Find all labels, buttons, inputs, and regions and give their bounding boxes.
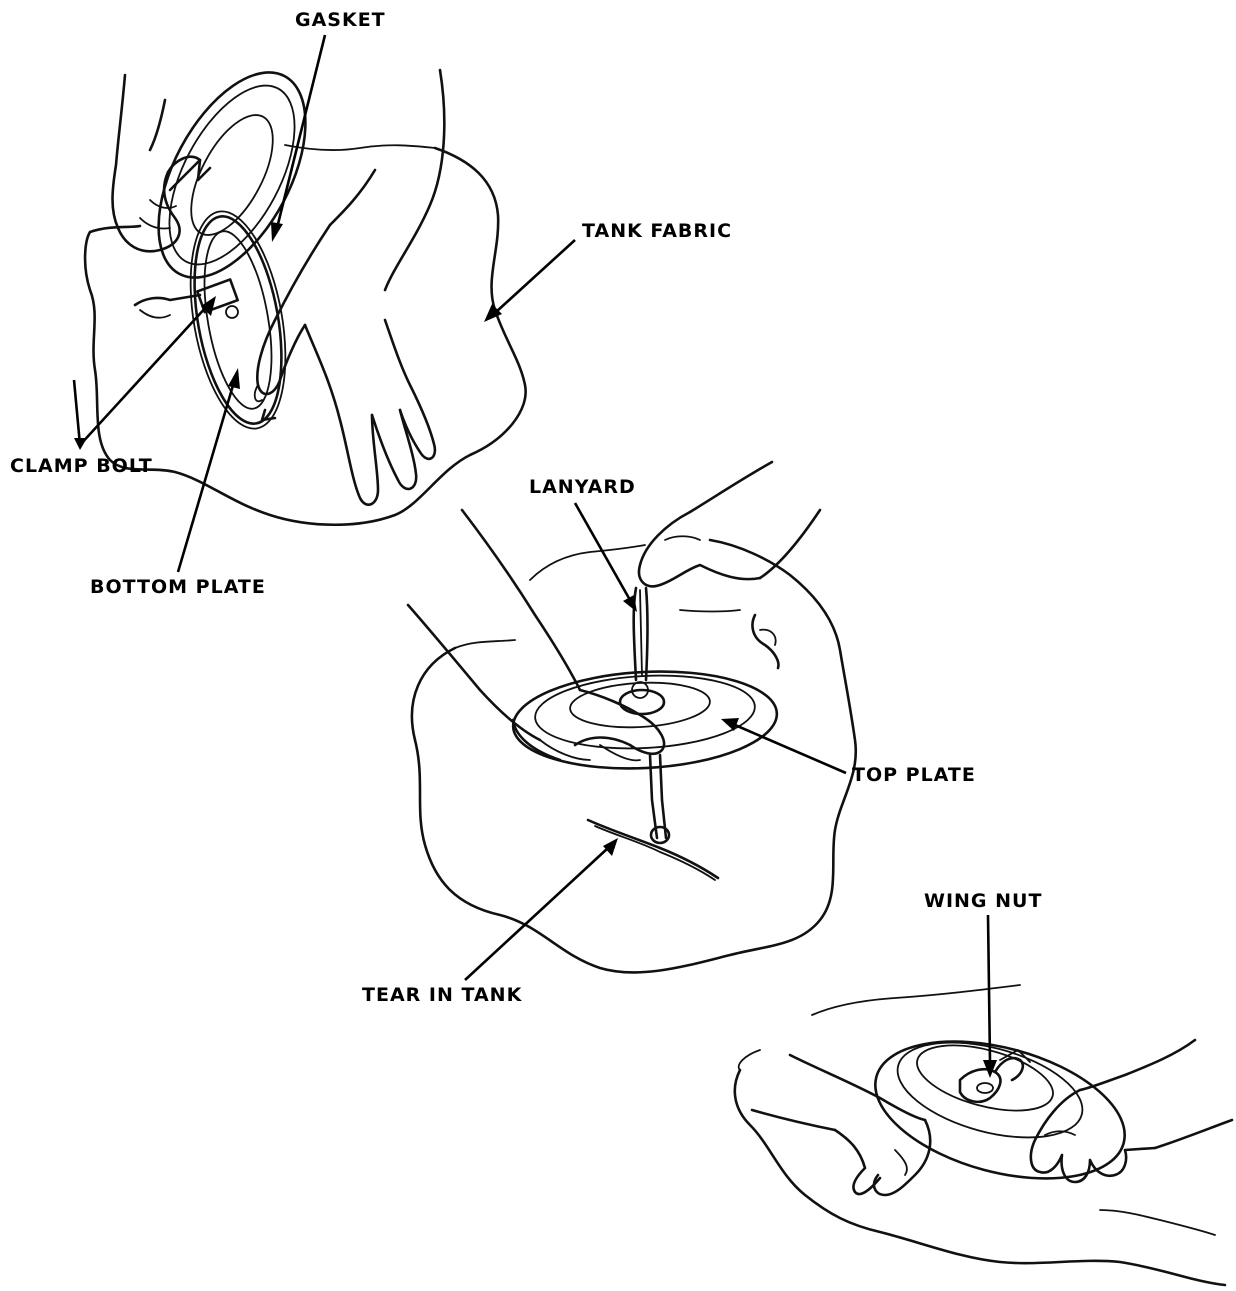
tank-fabric-upper-edge xyxy=(285,145,435,150)
label-wing-nut: WING NUT xyxy=(924,890,1042,912)
leader-top-plate xyxy=(735,725,846,773)
callouts: GASKET TANK FABRIC CLAMP BOLT BOTTOM PLA… xyxy=(10,9,1042,1078)
top-plate xyxy=(511,665,780,775)
leader-gasket xyxy=(277,35,325,228)
panel-tighten-wing-nut xyxy=(735,985,1232,1285)
left-arm-inner xyxy=(150,100,165,150)
left-hand-3 xyxy=(835,1120,930,1195)
leader-tank-fabric xyxy=(496,240,575,312)
arrowhead-clamp-bolt xyxy=(201,296,216,316)
label-tear-in-tank: TEAR IN TANK xyxy=(362,984,523,1006)
arrowhead-bottom-plate xyxy=(228,368,240,389)
label-gasket: GASKET xyxy=(295,9,386,31)
panel-insert-bottom-plate xyxy=(85,49,526,525)
label-lanyard: LANYARD xyxy=(529,476,636,498)
left-arm xyxy=(113,75,126,228)
right-hand xyxy=(257,225,330,394)
arrowhead-top-plate xyxy=(721,718,739,731)
right-arm-2 xyxy=(690,462,772,512)
label-tank-fabric: TANK FABRIC xyxy=(582,220,732,242)
label-top-plate: TOP PLATE xyxy=(852,764,976,786)
wing-nut xyxy=(960,1069,1000,1102)
right-arm-3 xyxy=(1080,1040,1195,1090)
arrowhead-gasket xyxy=(271,222,283,242)
label-clamp-bolt: CLAMP BOLT xyxy=(10,455,153,477)
right-arm xyxy=(385,70,444,290)
leader-lanyard xyxy=(575,503,630,600)
left-arm-2 xyxy=(462,510,580,690)
arrowhead-tear-in-tank xyxy=(603,838,618,856)
leader-wing-nut xyxy=(988,915,990,1062)
panel-position-top-plate xyxy=(408,462,856,972)
label-bottom-plate: BOTTOM PLATE xyxy=(90,576,266,598)
leader-tear-in-tank xyxy=(465,848,608,980)
bottom-plate xyxy=(180,210,295,431)
